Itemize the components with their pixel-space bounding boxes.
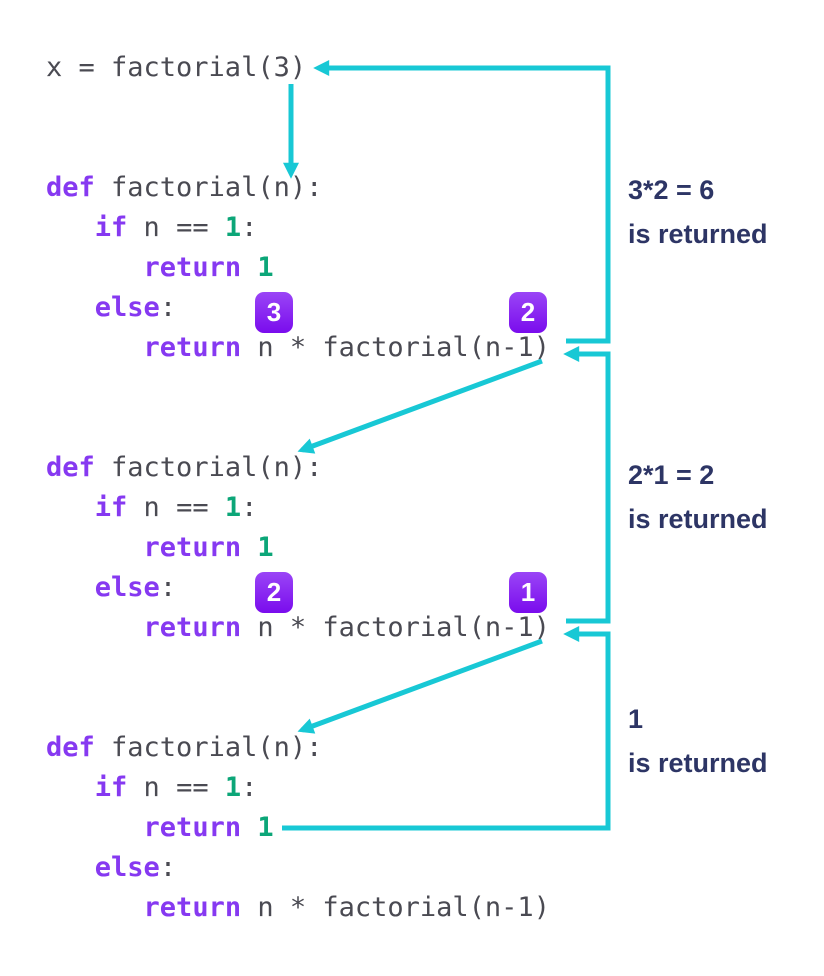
- return-caption-text: is returned: [628, 504, 768, 534]
- code-token: :: [159, 292, 177, 323]
- return-annotation-6: 3*2 = 6 is returned: [628, 168, 824, 256]
- code-token: n ==: [127, 212, 225, 243]
- code-line: else:: [46, 568, 550, 608]
- call-arrow-factorial-2: [297, 358, 543, 454]
- code-token: :: [159, 572, 177, 603]
- argument-value-badge: 2: [509, 292, 547, 333]
- code-line: def factorial(n):: [46, 728, 550, 768]
- code-token: [46, 332, 144, 363]
- code-token: [46, 772, 95, 803]
- code-token: factorial(n):: [94, 452, 323, 483]
- code-token: [241, 812, 257, 843]
- keyword-token: else: [94, 292, 160, 323]
- code-token: n * factorial(n-1): [241, 332, 550, 363]
- code-token: [46, 252, 144, 283]
- keyword-token: return: [143, 612, 242, 643]
- code-line: else:: [46, 288, 550, 328]
- code-line: return n * factorial(n-1): [46, 608, 550, 648]
- code-token: :: [241, 772, 258, 803]
- code-token: [46, 572, 95, 603]
- code-token: :: [241, 212, 258, 243]
- return-value-text: 2*1 = 2: [628, 460, 715, 490]
- keyword-token: else: [94, 572, 160, 603]
- code-token: [46, 812, 144, 843]
- return-caption-text: is returned: [628, 219, 768, 249]
- code-token: [46, 892, 144, 923]
- code-token: n ==: [127, 772, 225, 803]
- return-value-text: 3*2 = 6: [628, 175, 715, 205]
- code-token: [241, 252, 257, 283]
- argument-value-badge: 1: [509, 572, 547, 613]
- keyword-token: if: [94, 212, 128, 243]
- call-arrow-factorial-1: [297, 638, 543, 734]
- keyword-token: def: [46, 452, 95, 483]
- keyword-token: return: [143, 532, 242, 563]
- code-token: :: [241, 492, 258, 523]
- code-line: if n == 1:: [46, 208, 550, 248]
- keyword-token: return: [143, 332, 242, 363]
- keyword-token: if: [94, 772, 128, 803]
- keyword-token: return: [143, 812, 242, 843]
- code-token: [46, 212, 95, 243]
- return-annotation-1: 1 is returned: [628, 697, 824, 785]
- n-value-badge: 2: [255, 572, 293, 613]
- code-token: x = factorial(3): [46, 52, 307, 83]
- keyword-token: if: [94, 492, 128, 523]
- code-line: if n == 1:: [46, 488, 550, 528]
- code-block-factorial-3: def factorial(n): if n == 1: return 1 el…: [46, 168, 550, 368]
- code-line: x = factorial(3): [46, 48, 306, 88]
- code-line: def factorial(n):: [46, 168, 550, 208]
- literal-token: 1: [224, 772, 242, 803]
- code-token: factorial(n):: [94, 172, 323, 203]
- code-token: [241, 532, 257, 563]
- code-token: [46, 852, 95, 883]
- code-token: n * factorial(n-1): [241, 892, 550, 923]
- code-token: factorial(n):: [94, 732, 323, 763]
- code-line: return n * factorial(n-1): [46, 328, 550, 368]
- code-token: [46, 492, 95, 523]
- code-block-factorial-2: def factorial(n): if n == 1: return 1 el…: [46, 448, 550, 648]
- keyword-token: return: [143, 252, 242, 283]
- literal-token: 1: [257, 812, 274, 843]
- code-token: [46, 292, 95, 323]
- code-token: :: [159, 852, 177, 883]
- literal-token: 1: [224, 212, 242, 243]
- code-line: return 1: [46, 528, 550, 568]
- code-line: def factorial(n):: [46, 448, 550, 488]
- code-line: return n * factorial(n-1): [46, 888, 550, 928]
- code-line: return 1: [46, 808, 550, 848]
- n-value-badge: 3: [255, 292, 293, 333]
- keyword-token: def: [46, 732, 95, 763]
- return-caption-text: is returned: [628, 748, 768, 778]
- return-value-text: 1: [628, 704, 644, 734]
- code-token: [46, 612, 144, 643]
- code-token: n ==: [127, 492, 225, 523]
- code-line: else:: [46, 848, 550, 888]
- caller-line: x = factorial(3): [46, 48, 306, 88]
- return-arrow-2: [563, 345, 611, 624]
- literal-token: 1: [224, 492, 242, 523]
- keyword-token: def: [46, 172, 95, 203]
- code-token: n * factorial(n-1): [241, 612, 550, 643]
- code-line: if n == 1:: [46, 768, 550, 808]
- return-annotation-2: 2*1 = 2 is returned: [628, 453, 824, 541]
- literal-token: 1: [257, 252, 274, 283]
- code-block-factorial-1: def factorial(n): if n == 1: return 1 el…: [46, 728, 550, 928]
- keyword-token: return: [143, 892, 242, 923]
- literal-token: 1: [257, 532, 274, 563]
- keyword-token: else: [94, 852, 160, 883]
- code-token: [46, 532, 144, 563]
- code-line: return 1: [46, 248, 550, 288]
